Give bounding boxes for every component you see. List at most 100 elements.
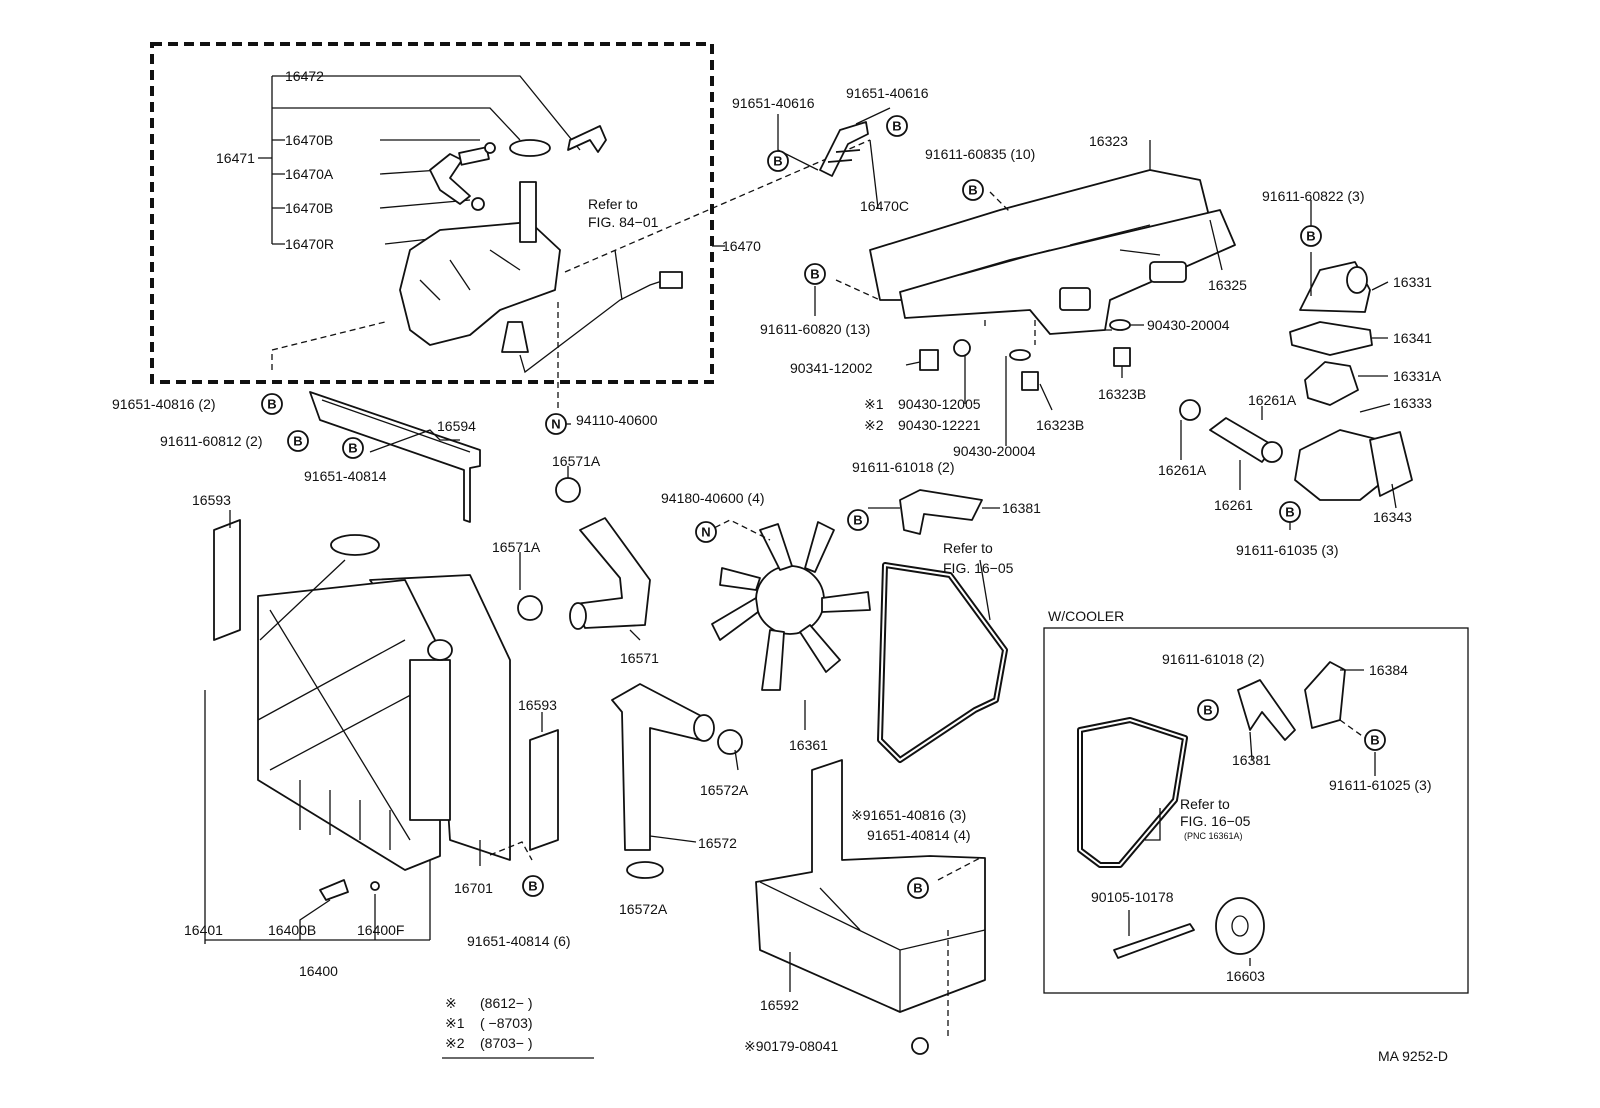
- bolt-marker: B: [767, 150, 789, 172]
- thermostat-group: 91611-60822 (3) 16331 16341 16331A 16333…: [1158, 188, 1442, 558]
- hose-16571: 16571A 16571A 16571: [492, 453, 659, 666]
- legend-mark-1: ※1: [445, 1015, 465, 1031]
- label-16331A: 16331A: [1393, 368, 1442, 384]
- mark-2: ※2: [864, 417, 884, 433]
- fig-16-05-label: FIG. 16−05: [943, 560, 1014, 576]
- bolt-marker: B: [962, 179, 984, 201]
- bolt-marker: B: [287, 430, 309, 452]
- svg-text:B: B: [267, 397, 276, 412]
- label-90430-12221: 90430-12221: [898, 417, 981, 433]
- clip-90179-08041: [911, 1037, 929, 1055]
- label-16333: 16333: [1393, 395, 1432, 411]
- plug-90341-12002: [919, 349, 939, 371]
- bolt-marker: B: [522, 875, 544, 897]
- bolt-marker: B: [261, 393, 283, 415]
- label-90430-20004-b: 90430-20004: [953, 443, 1036, 459]
- bolt-marker: B: [1364, 729, 1386, 751]
- label-16571A-b: 16571A: [492, 539, 541, 555]
- label-90341-12002: 90341-12002: [790, 360, 873, 376]
- refer-to-label-2: Refer to: [943, 540, 993, 556]
- bolt-90105-10178: [1113, 923, 1195, 959]
- svg-text:B: B: [968, 183, 977, 198]
- w-cooler-group: W/COOLER 91611-61018 (2) 16384 16381 916…: [1043, 608, 1469, 994]
- gasket-90430-20004-a: [1109, 319, 1131, 331]
- svg-text:B: B: [348, 441, 357, 456]
- legend-value-2: (8703− ): [480, 1035, 533, 1051]
- hose-16472: [567, 125, 607, 153]
- label-16261: 16261: [1214, 497, 1253, 513]
- label-91611-60812-2: 91611-60812 (2): [160, 433, 262, 449]
- label-16331: 16331: [1393, 274, 1432, 290]
- reservoir-tube: [519, 181, 537, 243]
- radiator-cap: [330, 534, 380, 556]
- label-16701: 16701: [454, 880, 493, 896]
- label-90430-20004-a: 90430-20004: [1147, 317, 1230, 333]
- label-94180-40600-4: 94180-40600 (4): [661, 490, 765, 506]
- water-pump-group: 91611-60835 (10) 16323 16325 91611-60820…: [760, 133, 1247, 459]
- bracket-16384: [1304, 661, 1346, 729]
- bolt-marker: B: [1279, 501, 1301, 523]
- mark-1: ※1: [864, 396, 884, 412]
- svg-text:N: N: [551, 417, 560, 432]
- gasket-16343: [1369, 431, 1413, 497]
- label-90430-12005: 90430-12005: [898, 396, 981, 412]
- gasket-16341: [1289, 321, 1373, 356]
- bolt-marker: B: [847, 509, 869, 531]
- label-16470A: 16470A: [285, 166, 334, 182]
- legend-mark-2: ※2: [445, 1035, 465, 1051]
- housing-16333: [1294, 429, 1386, 501]
- label-91611-60822-3: 91611-60822 (3): [1262, 188, 1364, 204]
- label-91651-40814-4: 91651-40814 (4): [867, 827, 971, 843]
- label-16594: 16594: [437, 418, 476, 434]
- label-16592: 16592: [760, 997, 799, 1013]
- sensor-connector: [659, 271, 683, 289]
- svg-text:B: B: [1203, 703, 1212, 718]
- label-16261A-b: 16261A: [1158, 462, 1207, 478]
- legend-value-1: ( −8703): [480, 1015, 533, 1031]
- bracket-16470C: 91651-40616 91651-40616 16470C: [732, 85, 929, 214]
- svg-text:B: B: [1285, 505, 1294, 520]
- bolt-marker: B: [804, 263, 826, 285]
- label-16401: 16401: [184, 922, 223, 938]
- svg-text:N: N: [701, 525, 710, 540]
- label-91651-40814: 91651-40814: [304, 468, 387, 484]
- bolt-marker: B: [907, 877, 929, 899]
- label-16470B-2: 16470B: [285, 200, 333, 216]
- label-91651-40816-3: ※91651-40816 (3): [851, 807, 966, 823]
- bolt-marker: B: [342, 437, 364, 459]
- legend-mark-0: ※: [445, 995, 457, 1011]
- w-cooler-label: W/COOLER: [1048, 608, 1124, 624]
- label-94110-40600: 94110-40600: [576, 412, 658, 428]
- label-16603: 16603: [1226, 968, 1265, 984]
- reservoir-group-box: [150, 42, 714, 384]
- radiator-side-tank: [409, 659, 451, 821]
- radiator-core: [257, 579, 441, 871]
- svg-text:B: B: [1370, 733, 1379, 748]
- label-16470: 16470: [722, 238, 761, 254]
- seal-16593-a: 16593: [192, 492, 241, 641]
- label-16593-b: 16593: [518, 697, 557, 713]
- label-91611-61025-3: 91611-61025 (3): [1329, 777, 1431, 793]
- level-sensor: [501, 321, 529, 353]
- refer-to-label: Refer to: [588, 196, 638, 212]
- label-90105-10178: 90105-10178: [1091, 889, 1174, 905]
- svg-text:B: B: [773, 154, 782, 169]
- reservoir-group: 16471 16472 16470B 16470A 16470B 16470R …: [150, 42, 871, 410]
- w-cooler-box: [1043, 627, 1469, 994]
- label-91611-61035-3: 91611-61035 (3): [1236, 542, 1338, 558]
- label-16400F: 16400F: [357, 922, 404, 938]
- label-91611-60820-13: 91611-60820 (13): [760, 321, 870, 337]
- reservoir-cap: [509, 139, 551, 157]
- label-16261A-a: 16261A: [1248, 392, 1297, 408]
- label-16571A-a: 16571A: [552, 453, 601, 469]
- bracket-16381-b: [1237, 679, 1296, 741]
- gasket-90430-12005: [953, 339, 971, 357]
- label-16400B: 16400B: [268, 922, 316, 938]
- svg-text:B: B: [810, 267, 819, 282]
- svg-text:B: B: [293, 434, 302, 449]
- label-16323B-b: 16323B: [1098, 386, 1146, 402]
- label-16384: 16384: [1369, 662, 1408, 678]
- label-90179-08041: ※90179-08041: [744, 1038, 838, 1054]
- label-16470C: 16470C: [860, 198, 909, 214]
- label-16323B-a: 16323B: [1036, 417, 1084, 433]
